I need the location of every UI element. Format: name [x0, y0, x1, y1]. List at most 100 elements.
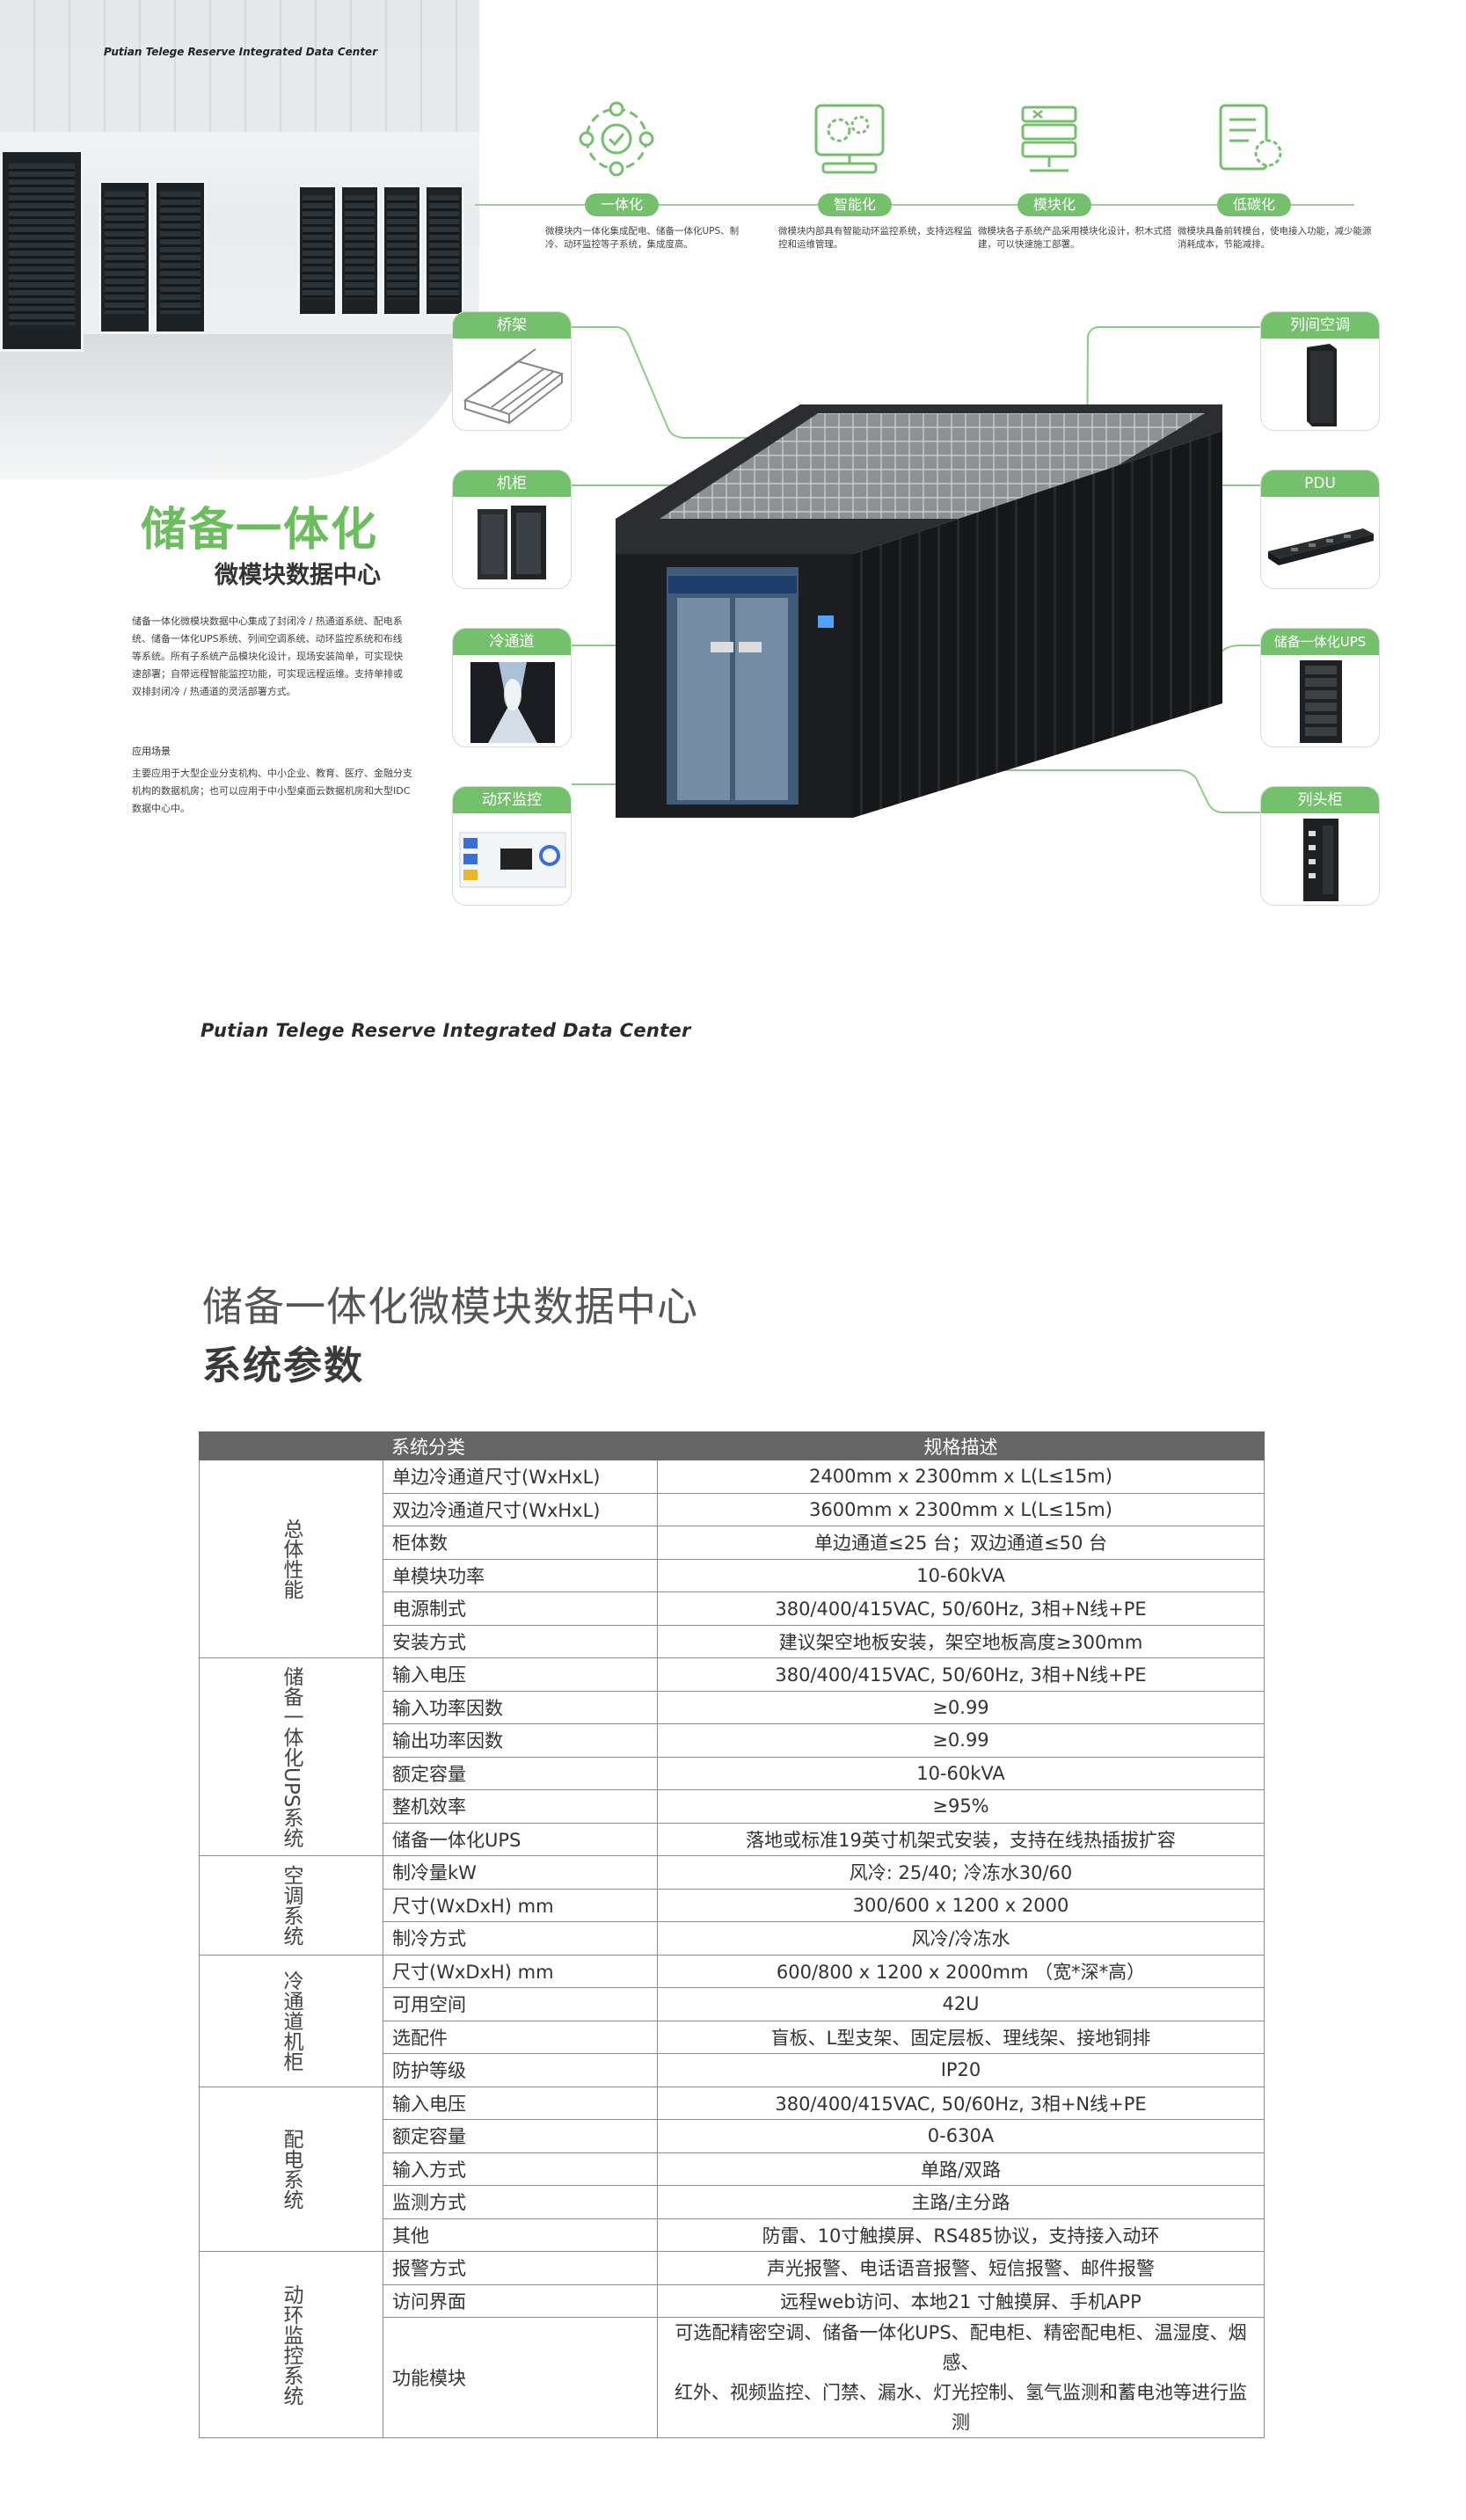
- spec-item: 输出功率因数: [383, 1723, 658, 1758]
- spec-value: 380/400/415VAC, 50/60Hz, 3相+N线+PE: [657, 2086, 1265, 2120]
- table-row: 输出功率因数≥0.99: [200, 1723, 1265, 1758]
- component-card-cabinet: 机柜: [452, 470, 572, 589]
- pdu-icon: [1268, 528, 1374, 565]
- component-card-title: 动环监控: [453, 787, 571, 813]
- table-row: 总体性能单边冷通道尺寸(WxHxL)2400mm x 2300mm x L(L≤…: [199, 1460, 1265, 1658]
- hero-caption: Putian Telege Reserve Integrated Data Ce…: [104, 46, 378, 58]
- spec-item: 监测方式: [383, 2185, 658, 2219]
- spec-item: 功能模块: [383, 2317, 658, 2438]
- spec-value: 600/800 x 1200 x 2000mm （宽*深*高）: [657, 1954, 1265, 1988]
- spec-item: 额定容量: [383, 1756, 658, 1790]
- spec-item: 尺寸(WxDxH) mm: [383, 1888, 658, 1922]
- spec-item: 选配件: [383, 2020, 658, 2054]
- hero-rack: [0, 149, 84, 352]
- table-row: 其他防雷、10寸触摸屏、RS485协议，支持接入动环: [200, 2218, 1265, 2252]
- spec-value: 主路/主分路: [657, 2185, 1265, 2219]
- feature-connector-line: [475, 204, 1354, 206]
- component-card-title: 桥架: [453, 312, 571, 339]
- inrow-ac-icon: [1307, 344, 1337, 426]
- spec-item: 整机效率: [383, 1789, 658, 1824]
- group-label: 空调系统: [199, 1855, 383, 1956]
- spec-value: 300/600 x 1200 x 2000: [657, 1888, 1265, 1922]
- spec-value: 2400mm x 2300mm x L(L≤15m): [657, 1460, 1265, 1494]
- spec-value: 42U: [657, 1987, 1265, 2021]
- spec-item: 额定容量: [383, 2119, 658, 2153]
- table-row: 制冷方式风冷/冷冻水: [200, 1921, 1265, 1956]
- component-card-title: PDU: [1261, 470, 1379, 497]
- spec-item: 其他: [383, 2218, 658, 2252]
- section-title: 储备一体化微模块数据中心: [202, 1283, 698, 1330]
- table-row: 功能模块可选配精密空调、储备一体化UPS、配电柜、精密配电柜、温湿度、烟感、红外…: [200, 2317, 1265, 2438]
- group-label: 配电系统: [199, 2086, 383, 2252]
- spec-value: 防雷、10寸触摸屏、RS485协议，支持接入动环: [657, 2218, 1265, 2252]
- component-card-title: 储备一体化UPS: [1261, 629, 1379, 655]
- spec-item: 制冷量kW: [383, 1855, 658, 1890]
- header-category: 系统分类: [199, 1431, 658, 1460]
- cold-aisle-icon: [470, 662, 555, 743]
- table-row: 动环监控系统报警方式声光报警、电话语音报警、短信报警、邮件报警: [199, 2251, 1265, 2438]
- component-card-env-monitoring: 动环监控: [452, 786, 572, 906]
- spec-value: 落地或标准19英寸机架式安装，支持在线热插拔扩容: [657, 1822, 1265, 1856]
- spec-value: 380/400/415VAC, 50/60Hz, 3相+N线+PE: [657, 1657, 1265, 1692]
- spec-value: IP20: [657, 2053, 1265, 2087]
- english-title: Putian Telege Reserve Integrated Data Ce…: [201, 1020, 691, 1041]
- header-spec: 规格描述: [657, 1431, 1265, 1460]
- spec-item: 可用空间: [383, 1987, 658, 2021]
- intelligent-gears-icon: [814, 104, 885, 174]
- spec-value: 380/400/415VAC, 50/60Hz, 3相+N线+PE: [657, 1591, 1265, 1626]
- application-text: 主要应用于大型企业分支机构、中小企业、教育、医疗、金融分支机构的数据机房；也可以…: [132, 768, 412, 814]
- spec-value: 3600mm x 2300mm x L(L≤15m): [657, 1492, 1265, 1526]
- intro-paragraph: 储备一体化微模块数据中心集成了封闭冷 / 热通道系统、配电系统、储备一体化UPS…: [132, 615, 403, 697]
- column-head-cabinet-icon: [1303, 819, 1338, 901]
- spec-value: 单边通道≤25 台；双边通道≤50 台: [657, 1526, 1265, 1560]
- component-card-pdu: PDU: [1260, 470, 1380, 589]
- hero-rack: [297, 185, 338, 317]
- section-subtitle: 系统参数: [202, 1344, 364, 1388]
- spec-value: 盲板、L型支架、固定层板、理线架、接地铜排: [657, 2020, 1265, 2054]
- hero-floor: [0, 334, 479, 479]
- spec-value: 建议架空地板安装，架空地板高度≥300mm: [657, 1624, 1265, 1658]
- table-row: 整机效率≥95%: [200, 1789, 1265, 1824]
- spec-item: 制冷方式: [383, 1921, 658, 1956]
- spec-item: 单边冷通道尺寸(WxHxL): [383, 1460, 658, 1494]
- spec-value: ≥0.99: [657, 1723, 1265, 1758]
- spec-item: 柜体数: [383, 1526, 658, 1560]
- component-card-ups: 储备一体化UPS: [1260, 628, 1380, 747]
- feature-tag-modular: 模块化: [1017, 193, 1092, 216]
- feature-tag-integration: 一体化: [585, 193, 660, 216]
- table-row: 输入方式单路/双路: [200, 2152, 1265, 2186]
- spec-value: 风冷/冷冻水: [657, 1921, 1265, 1956]
- modular-server-icon: [1021, 106, 1077, 172]
- group-label: 储备一体化UPS系统: [199, 1657, 383, 1856]
- group-label: 动环监控系统: [199, 2251, 383, 2438]
- component-card-inrow-ac: 列间空调: [1260, 311, 1380, 431]
- component-card-column-head-cabinet: 列头柜: [1260, 786, 1380, 906]
- spec-value: ≥95%: [657, 1789, 1265, 1824]
- monitoring-dashboard-icon: [459, 832, 566, 888]
- spec-item: 单模块功率: [383, 1558, 658, 1592]
- main-title: 储备一体化: [141, 504, 379, 557]
- spec-value-line: 可选配精密空调、储备一体化UPS、配电柜、精密配电柜、温湿度、烟感、: [675, 2322, 1247, 2373]
- spec-value: 风冷: 25/40; 冷冻水30/60: [657, 1855, 1265, 1890]
- cable-tray-icon: [463, 348, 565, 425]
- spec-item: 输入电压: [383, 1657, 658, 1692]
- data-center-module-render: [616, 404, 1222, 818]
- spec-item: 双边冷通道尺寸(WxHxL): [383, 1492, 658, 1526]
- spec-item: 尺寸(WxDxH) mm: [383, 1954, 658, 1988]
- spec-value-line: 红外、视频监控、门禁、漏水、灯光控制、氢气监测和蓄电池等进行监测: [675, 2382, 1247, 2433]
- feature-desc-intelligent: 微模块内部具有智能动环监控系统，支持远程监控和运维管理。: [778, 226, 973, 250]
- integration-icon: [579, 101, 654, 177]
- feature-desc-low-carbon: 微模块具备前转模台，使电接入功能，减少能源消耗成本，节能减排。: [1178, 226, 1372, 250]
- main-subtitle: 微模块数据中心: [215, 562, 381, 589]
- spec-value: 远程web访问、本地21 寸触摸屏、手机APP: [657, 2283, 1265, 2318]
- table-row: 柜体数单边通道≤25 台；双边通道≤50 台: [200, 1526, 1265, 1560]
- cabinet-icon: [478, 506, 546, 579]
- spec-value: 0-630A: [657, 2119, 1265, 2153]
